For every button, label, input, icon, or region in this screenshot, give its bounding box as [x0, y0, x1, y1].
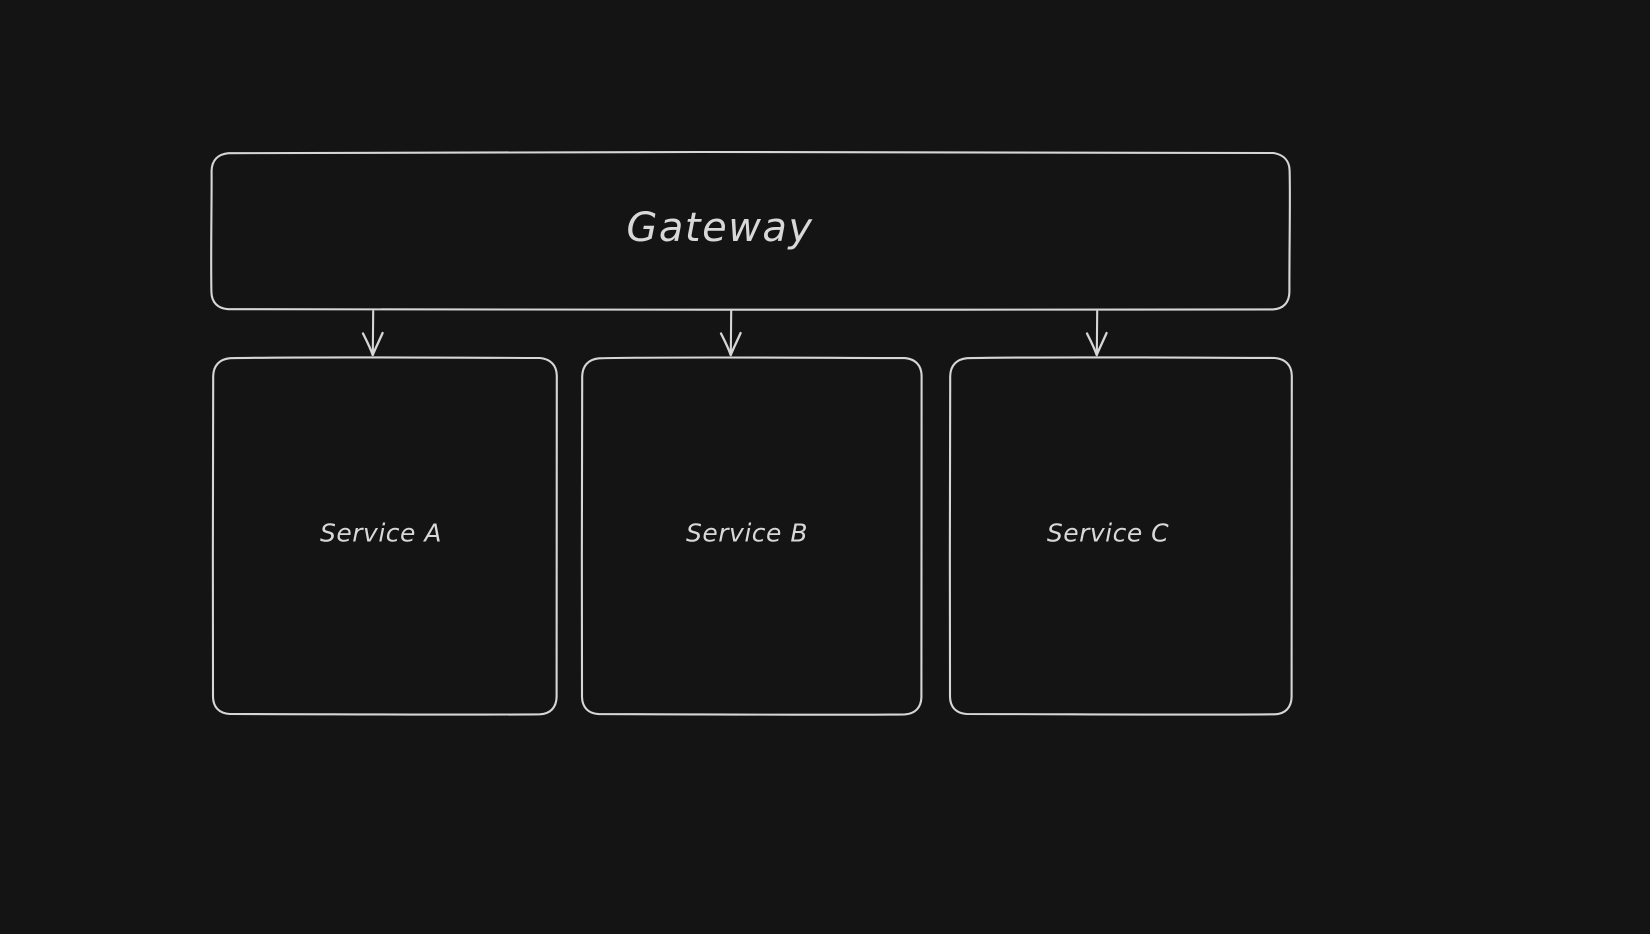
- service-a-label: Service A: [320, 518, 442, 548]
- service-b-box-outline: [580, 356, 923, 716]
- node-service-b[interactable]: [580, 356, 923, 716]
- edge-gateway-service-b[interactable]: [719, 309, 742, 357]
- edge-gateway-service-a-arrowhead-icon: [361, 331, 384, 357]
- edge-gateway-service-b-arrowhead-icon: [719, 331, 742, 357]
- node-gateway[interactable]: [210, 150, 1291, 311]
- gateway-box-outline: [210, 150, 1291, 311]
- gateway-label: Gateway: [626, 205, 814, 251]
- node-service-a[interactable]: [211, 356, 559, 716]
- service-b-label: Service B: [686, 518, 808, 548]
- service-c-box-outline: [948, 356, 1294, 716]
- edge-gateway-service-a[interactable]: [361, 309, 384, 357]
- edge-gateway-service-c-arrowhead-icon: [1085, 331, 1108, 357]
- edge-gateway-service-c[interactable]: [1085, 309, 1108, 357]
- node-service-c[interactable]: [948, 356, 1294, 716]
- service-c-label: Service C: [1046, 518, 1170, 548]
- service-a-box-outline: [211, 356, 559, 716]
